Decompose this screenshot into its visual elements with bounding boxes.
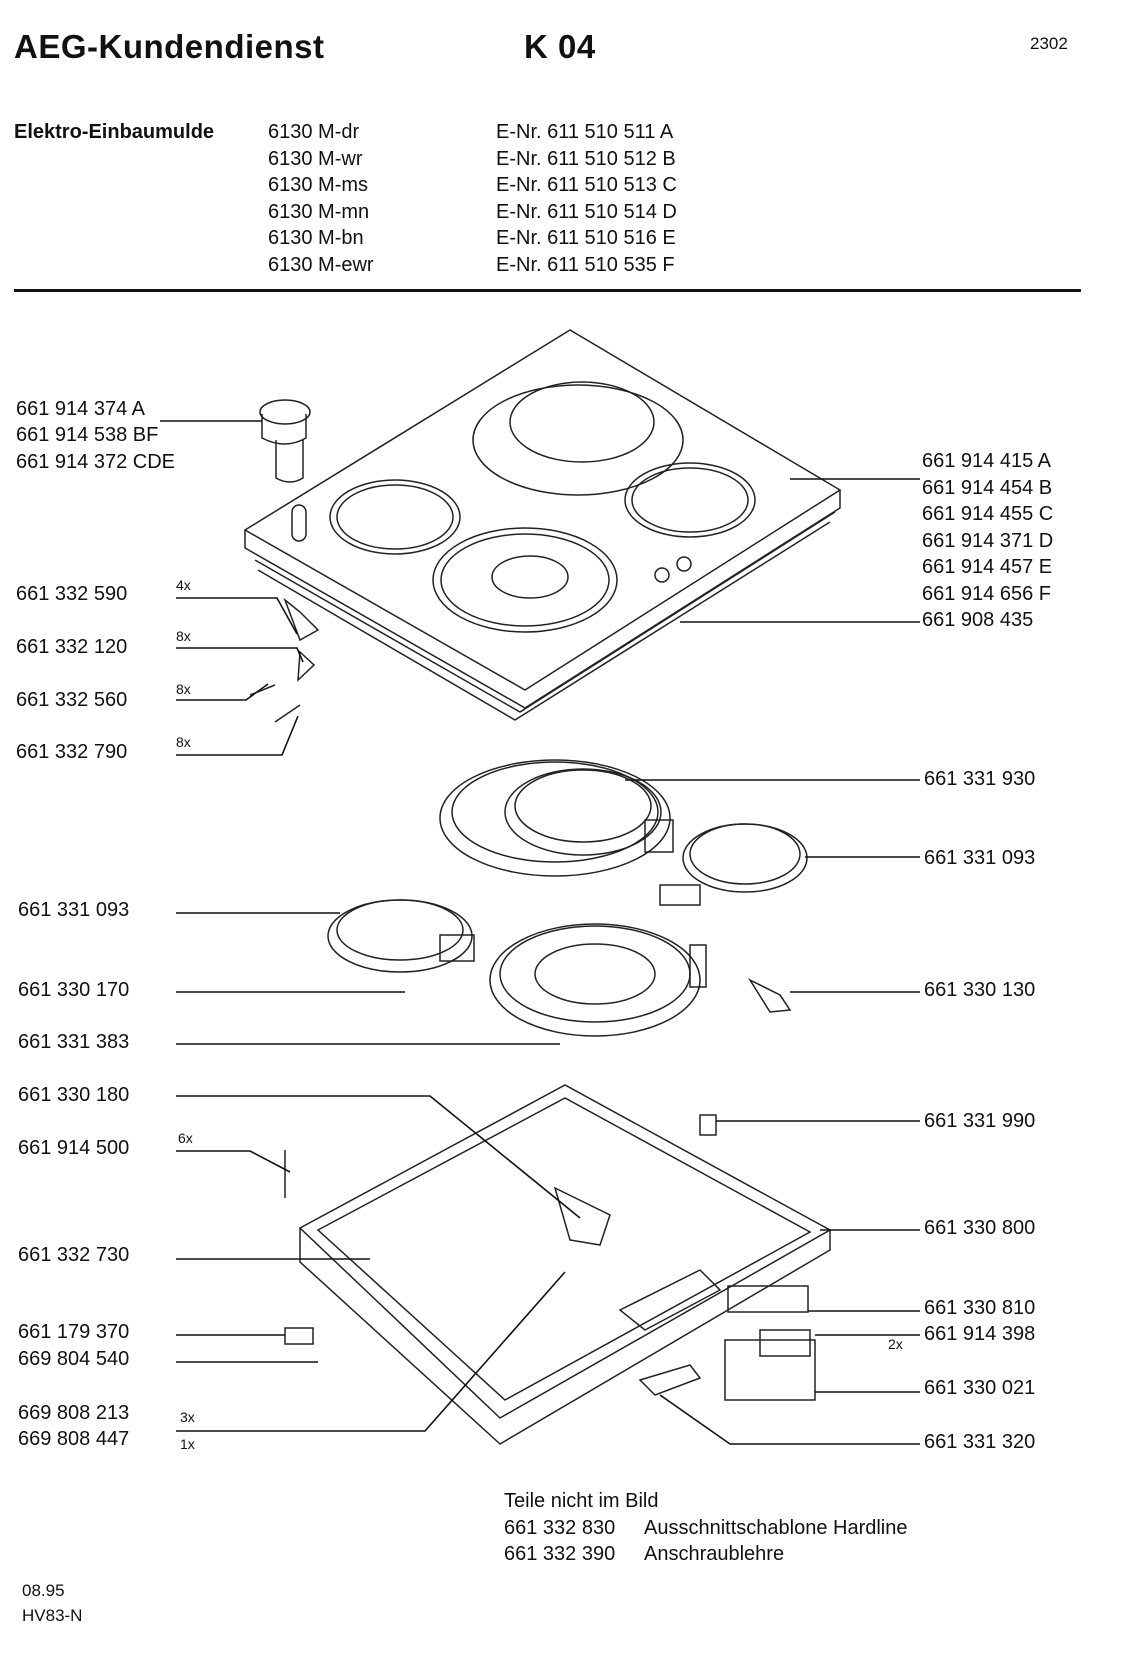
enr-item: E-Nr. 611 510 513 C xyxy=(496,174,677,196)
part-number: 661 332 730 xyxy=(18,1244,130,1266)
part-number: 661 914 374 A xyxy=(16,398,146,420)
part-number: 661 914 415 A xyxy=(922,450,1052,472)
quantity-label: 6x xyxy=(178,1130,193,1146)
part-number: 661 914 500 xyxy=(18,1137,130,1159)
part-number: 661 332 590 xyxy=(16,583,128,605)
part-number: 661 179 370 xyxy=(18,1321,130,1343)
part-number: 661 331 093 xyxy=(18,899,130,921)
enr-list: E-Nr. 611 510 511 A E-Nr. 611 510 512 B … xyxy=(496,119,677,278)
part-number: 661 914 372 CDE xyxy=(16,451,176,473)
small-parts xyxy=(249,597,816,1401)
not-shown-part-desc: Ausschnittschablone Hardline xyxy=(644,1517,908,1539)
quantity-label: 4x xyxy=(176,577,191,593)
not-shown-part-number: 661 332 390 xyxy=(504,1543,616,1565)
header-divider xyxy=(14,289,1081,292)
leader-lines-right xyxy=(625,478,920,1445)
footer-code: HV83-N xyxy=(22,1606,83,1625)
model-item: 6130 M-bn xyxy=(268,227,364,249)
part-number: 661 330 180 xyxy=(18,1084,130,1106)
part-number: 669 808 447 xyxy=(18,1428,130,1450)
quantity-label: 8x xyxy=(176,628,191,644)
part-number: 661 331 930 xyxy=(924,768,1036,790)
model-item: 6130 M-dr xyxy=(268,121,360,143)
part-number: 661 330 810 xyxy=(924,1297,1036,1319)
part-number: 661 914 538 BF xyxy=(16,424,159,446)
hotplates xyxy=(327,759,808,1037)
not-shown-part-desc: Anschraublehre xyxy=(644,1543,785,1565)
leader-lines-left xyxy=(160,420,581,1432)
quantity-label: 1x xyxy=(180,1436,195,1452)
model-item: 6130 M-wr xyxy=(268,147,363,170)
model-item: 6130 M-ewr xyxy=(268,253,374,276)
part-number: 661 331 383 xyxy=(18,1031,130,1053)
part-number: 669 804 540 xyxy=(18,1348,130,1370)
part-number: 661 330 800 xyxy=(924,1217,1036,1239)
model-item: 6130 M-mn xyxy=(268,200,370,223)
product-name: Elektro-Einbaumulde xyxy=(14,121,215,143)
sheet-code: K 04 xyxy=(524,28,596,65)
ceramic-top xyxy=(243,329,842,721)
enr-item: E-Nr. 611 510 516 E xyxy=(496,227,676,249)
part-number: 661 914 656 F xyxy=(922,583,1051,605)
mounting-frame xyxy=(298,1084,832,1445)
model-item: 6130 M-ms xyxy=(268,174,369,196)
knob-part xyxy=(259,399,311,483)
part-number: 661 332 560 xyxy=(16,689,128,711)
quantity-label: 2x xyxy=(888,1336,903,1352)
part-number: 661 914 398 xyxy=(924,1323,1036,1345)
part-number: 661 332 790 xyxy=(16,741,128,763)
part-number: 661 330 130 xyxy=(924,979,1036,1001)
part-number: 661 914 457 E xyxy=(922,556,1053,578)
part-number: 661 331 320 xyxy=(924,1431,1036,1453)
enr-item: E-Nr. 611 510 535 F xyxy=(496,253,675,276)
enr-item: E-Nr. 611 510 511 A xyxy=(496,121,674,143)
part-number: 661 330 170 xyxy=(18,979,130,1001)
part-number: 661 330 021 xyxy=(924,1377,1036,1399)
page-number: 2302 xyxy=(1030,34,1068,53)
part-number: 661 332 120 xyxy=(16,636,128,658)
not-shown-heading: Teile nicht im Bild xyxy=(504,1490,659,1512)
part-number: 669 808 213 xyxy=(18,1402,130,1424)
part-number: 661 331 990 xyxy=(924,1110,1036,1132)
part-number: 661 914 455 C xyxy=(922,503,1054,525)
not-shown-part-number: 661 332 830 xyxy=(504,1517,616,1539)
part-number: 661 914 371 D xyxy=(922,530,1054,552)
footer-date: 08.95 xyxy=(22,1581,65,1600)
quantity-label: 8x xyxy=(176,734,191,750)
quantity-label: 3x xyxy=(180,1409,195,1425)
enr-item: E-Nr. 611 510 512 B xyxy=(496,147,676,170)
part-number: 661 908 435 xyxy=(922,609,1034,631)
model-list: 6130 M-dr 6130 M-wr 6130 M-ms 6130 M-mn … xyxy=(268,119,374,278)
enr-item: E-Nr. 611 510 514 D xyxy=(496,200,677,223)
part-number: 661 331 093 xyxy=(924,847,1036,869)
quantity-label: 8x xyxy=(176,681,191,697)
part-number: 661 914 454 B xyxy=(922,477,1053,499)
brand-title: AEG-Kundendienst xyxy=(14,28,325,65)
